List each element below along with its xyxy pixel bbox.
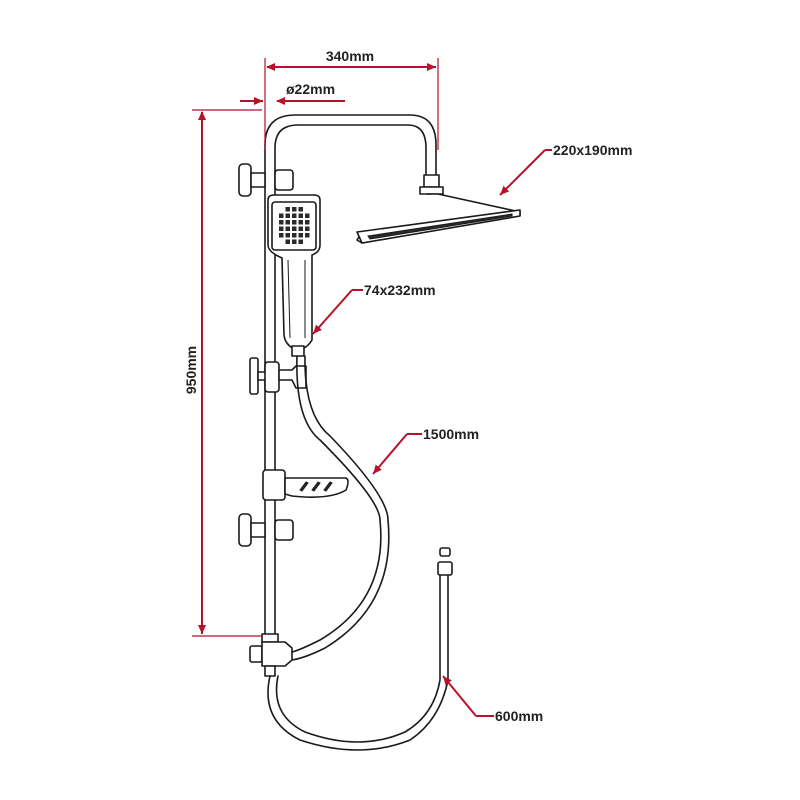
- hose-nut: [437, 547, 453, 576]
- hand-shower: [267, 194, 321, 357]
- spray-nozzle: [285, 233, 290, 238]
- spray-nozzle: [279, 226, 284, 231]
- top-wall-bracket: [238, 163, 294, 197]
- spray-nozzle: [292, 239, 297, 244]
- spray-nozzle: [305, 213, 310, 218]
- overhead-shower-head: [356, 193, 521, 244]
- spray-nozzle: [298, 220, 303, 225]
- spray-nozzle: [298, 226, 303, 231]
- spray-nozzle: [285, 207, 290, 212]
- width-label: 340mm: [326, 48, 374, 64]
- spray-nozzle: [298, 233, 303, 238]
- shower-arm-connector: [419, 174, 444, 195]
- riser-rail: [264, 114, 437, 641]
- overhead-shower-leader: [499, 149, 546, 196]
- hand-shower-label: 74x232mm: [364, 282, 436, 298]
- spray-nozzle: [285, 220, 290, 225]
- height-dimension: [192, 109, 262, 637]
- spray-nozzle: [298, 213, 303, 218]
- spray-nozzle: [305, 233, 310, 238]
- spray-nozzle: [292, 213, 297, 218]
- spray-nozzle: [285, 239, 290, 244]
- spray-nozzle: [285, 213, 290, 218]
- spray-nozzle: [279, 220, 284, 225]
- spray-nozzle: [292, 233, 297, 238]
- spray-nozzle: [279, 213, 284, 218]
- hose-leader: [372, 433, 408, 475]
- hose-label: 1500mm: [423, 426, 479, 442]
- connection-hose-label: 600mm: [495, 708, 543, 724]
- spray-nozzle: [298, 239, 303, 244]
- spray-nozzle-grid: [279, 207, 310, 244]
- width-dimension: [264, 58, 439, 150]
- connection-hose-leader: [442, 675, 477, 717]
- connection-hose: [267, 574, 449, 751]
- soap-dish: [262, 469, 349, 501]
- hand-shower-hose: [291, 355, 390, 661]
- lower-wall-bracket: [238, 513, 294, 547]
- diverter-valve: [249, 633, 293, 677]
- height-label: 950mm: [183, 346, 199, 394]
- spray-nozzle: [292, 220, 297, 225]
- spray-nozzle: [279, 233, 284, 238]
- hand-shower-holder: [249, 357, 307, 395]
- overhead-shower-label: 220x190mm: [553, 142, 632, 158]
- diameter-label: ø22mm: [286, 81, 335, 97]
- spray-nozzle: [285, 226, 290, 231]
- spray-nozzle: [305, 220, 310, 225]
- spray-nozzle: [298, 207, 303, 212]
- hand-shower-leader: [312, 289, 353, 335]
- spray-nozzle: [292, 207, 297, 212]
- spray-nozzle: [292, 226, 297, 231]
- spray-nozzle: [305, 226, 310, 231]
